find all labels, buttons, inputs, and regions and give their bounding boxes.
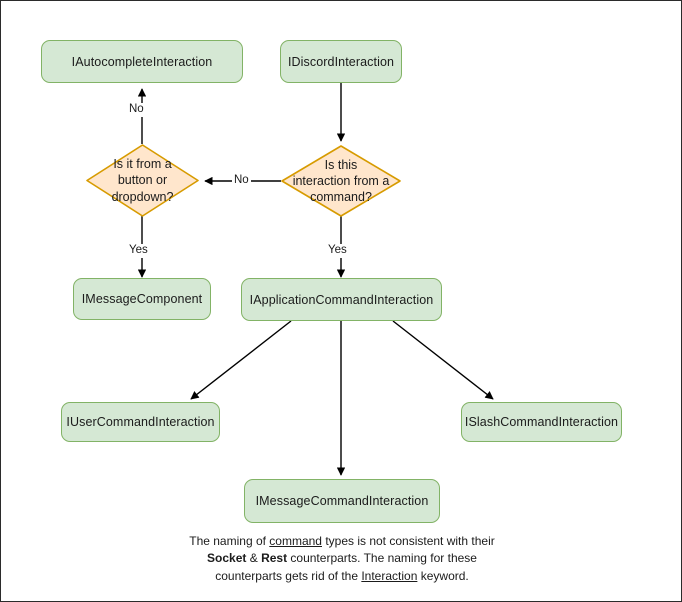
node-user-command-interaction-label: IUserCommandInteraction bbox=[66, 415, 215, 429]
decision-command-label: Is this interaction from a command? bbox=[292, 157, 390, 205]
caption-line2-bold-socket: Socket bbox=[207, 551, 247, 566]
node-autocomplete-interaction-label: IAutocompleteInteraction bbox=[71, 54, 213, 69]
node-message-component-label: IMessageComponent bbox=[81, 292, 203, 306]
caption-line3-underlined: Interaction bbox=[361, 568, 418, 583]
decision-is-interaction-from-command[interactable]: Is this interaction from a command? bbox=[281, 145, 401, 217]
caption-line-2: Socket & Rest counterparts. The naming f… bbox=[142, 550, 542, 567]
caption-line2-ampersand: & bbox=[246, 551, 262, 566]
decision-is-from-button-or-dropdown[interactable]: Is it from a button or dropdown? bbox=[86, 144, 199, 217]
caption-line-1: The naming of command types is not consi… bbox=[142, 533, 542, 550]
caption-line-3: counterparts gets rid of the Interaction… bbox=[142, 568, 542, 585]
edge-label-yes-application-command: Yes bbox=[326, 244, 349, 258]
caption-line1-underlined: command bbox=[269, 534, 322, 548]
edge-label-no-component-decision: No bbox=[232, 174, 251, 188]
diamond-shape-command bbox=[281, 145, 401, 217]
caption-line1-part-b: types is not consistent with their bbox=[321, 534, 495, 548]
node-user-command-interaction[interactable]: IUserCommandInteraction bbox=[61, 402, 220, 442]
edge-label-no-autocomplete: No bbox=[127, 103, 146, 117]
caption-line2-part-c: counterparts. The naming for these bbox=[287, 551, 477, 566]
diagram-caption: The naming of command types is not consi… bbox=[142, 533, 542, 585]
node-application-command-interaction-label: IApplicationCommandInteraction bbox=[249, 292, 434, 307]
node-message-command-interaction[interactable]: IMessageCommandInteraction bbox=[244, 479, 440, 523]
diamond-shape-component bbox=[86, 144, 199, 217]
node-slash-command-interaction-label: ISlashCommandInteraction bbox=[464, 415, 619, 429]
node-discord-interaction[interactable]: IDiscordInteraction bbox=[280, 40, 402, 83]
node-application-command-interaction[interactable]: IApplicationCommandInteraction bbox=[241, 278, 442, 321]
node-slash-command-interaction[interactable]: ISlashCommandInteraction bbox=[461, 402, 622, 442]
node-discord-interaction-label: IDiscordInteraction bbox=[287, 54, 395, 69]
caption-line3-part-a: counterparts gets rid of the bbox=[215, 568, 362, 583]
node-message-command-interaction-label: IMessageCommandInteraction bbox=[255, 494, 429, 508]
edge-application-to-slash-command bbox=[392, 320, 494, 400]
edge-label-yes-message-component: Yes bbox=[127, 244, 150, 258]
caption-line3-part-b: keyword. bbox=[417, 568, 469, 583]
node-message-component[interactable]: IMessageComponent bbox=[73, 278, 211, 320]
caption-line2-bold-rest: Rest bbox=[261, 551, 288, 566]
node-autocomplete-interaction[interactable]: IAutocompleteInteraction bbox=[41, 40, 243, 83]
decision-component-label: Is it from a button or dropdown? bbox=[111, 157, 174, 204]
edge-application-to-user-command bbox=[190, 320, 292, 400]
caption-line1-part-a: The naming of bbox=[189, 534, 270, 548]
